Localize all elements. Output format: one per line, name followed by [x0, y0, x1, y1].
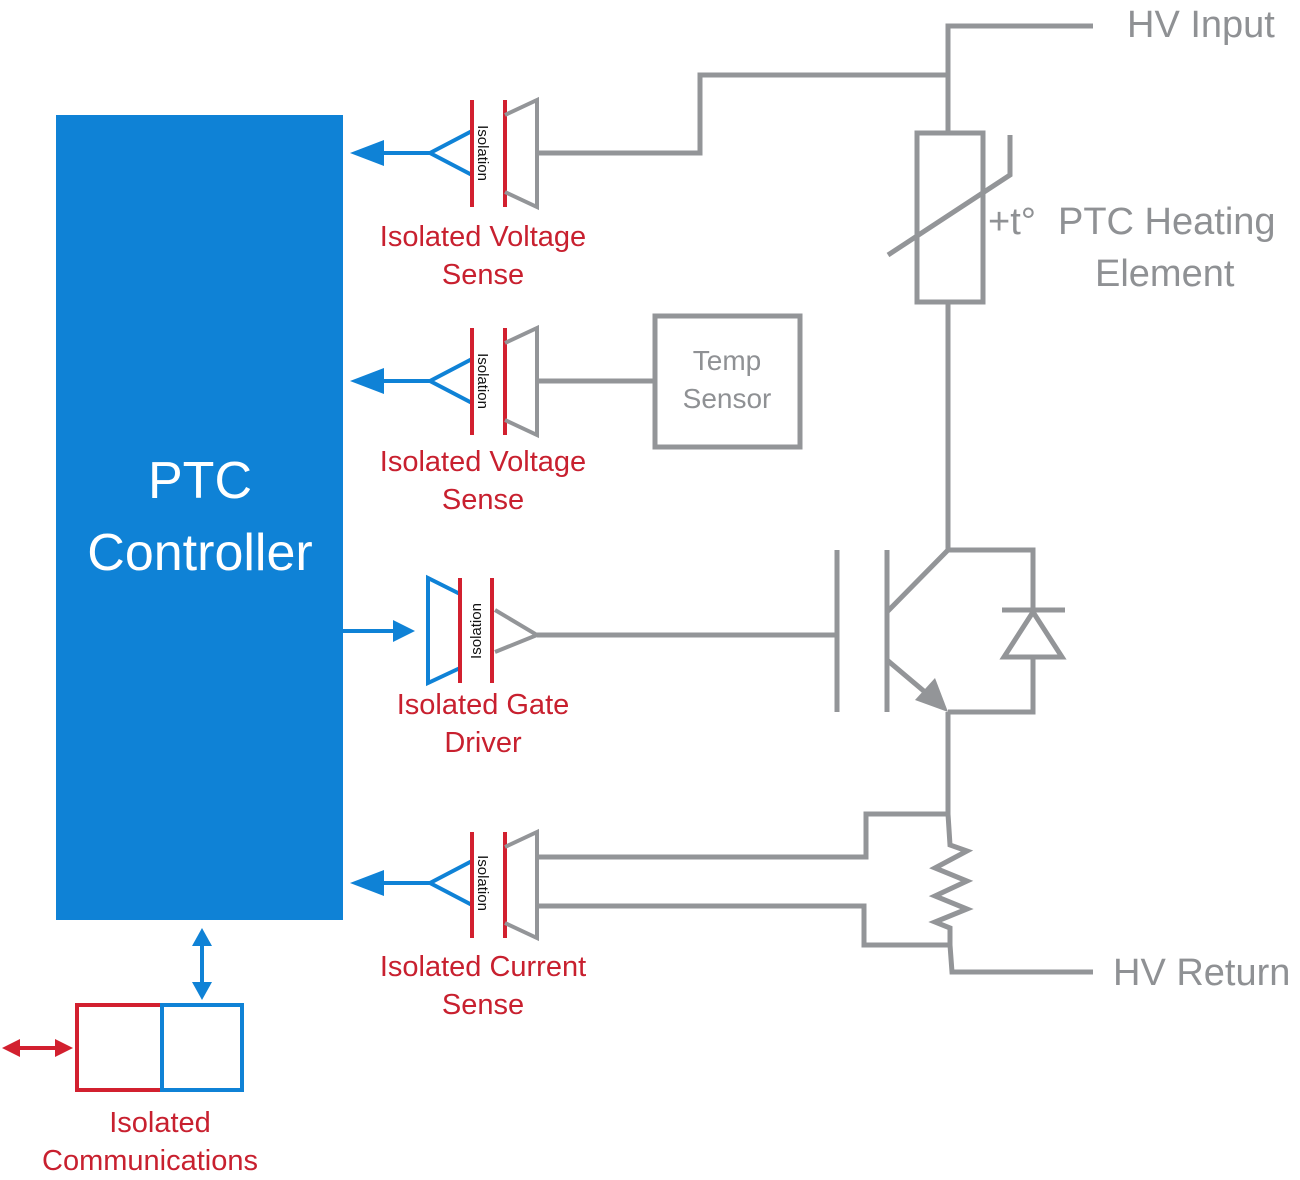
- block-label-line2: Sense: [442, 259, 524, 291]
- isolation-label: Isolation: [474, 855, 491, 911]
- comms-label-line1: Isolated: [109, 1107, 211, 1139]
- power-wiring: [537, 23, 1093, 975]
- receiver-amp-icon: [425, 129, 473, 177]
- thermistor-slash-icon: [886, 135, 1013, 258]
- current-sense-wire-bottom: [537, 903, 950, 948]
- ptc-heater-label-line1: PTC Heating: [1058, 201, 1276, 243]
- arrow-left-icon: [2, 1039, 20, 1057]
- hv-return-wire: [947, 944, 1093, 975]
- driver-input-icon: [426, 574, 461, 687]
- isolation-label: Isolation: [468, 603, 485, 659]
- ptc-controller-block: PTC Controller: [56, 115, 343, 920]
- shunt-resistor-icon: [928, 813, 974, 945]
- block-label-line2: Sense: [442, 989, 524, 1021]
- isolated-voltage-sense-1: Isolation Isolated Voltage Sense: [350, 96, 586, 291]
- comms-label-line2: Communications: [42, 1145, 258, 1177]
- igbt-collector-wire: [885, 547, 1036, 614]
- temp-sensor-label-line1: Temp: [693, 345, 761, 376]
- arrow-up-icon: [192, 928, 212, 946]
- arrow-left-icon: [350, 368, 384, 394]
- arrow-right-icon: [393, 620, 415, 642]
- diode-icon: [999, 607, 1067, 660]
- block-label-line1: Isolated Current: [380, 951, 586, 983]
- isolated-communications: Isolated Communications: [2, 928, 258, 1177]
- controller-box: [56, 115, 343, 920]
- sense-amp-icon: [504, 96, 539, 211]
- sense-amp-icon: [504, 828, 539, 942]
- isolation-label: Isolation: [474, 125, 491, 181]
- ptc-heater-label-line2: Element: [1095, 253, 1235, 295]
- block-label-line2: Driver: [444, 727, 522, 759]
- ptc-heating-element-resistor: [914, 130, 986, 305]
- hv-input-wire: [945, 23, 1093, 133]
- isolation-label: Isolation: [474, 353, 491, 409]
- arrow-down-icon: [192, 982, 212, 1000]
- current-sense-wire-top: [537, 712, 951, 860]
- controller-label-line1: PTC: [148, 452, 252, 510]
- temp-sensor-box: [652, 313, 803, 450]
- comm-box-isolated-side: [75, 1003, 162, 1092]
- temp-sensor-label-line2: Sensor: [683, 383, 772, 414]
- block-label-line1: Isolated Voltage: [380, 446, 586, 478]
- arrow-left-icon: [350, 140, 384, 166]
- block-label-line1: Isolated Voltage: [380, 221, 586, 253]
- hv-input-label: HV Input: [1127, 4, 1275, 46]
- voltage-sense-tap-wire: [537, 72, 948, 156]
- receiver-amp-icon: [425, 357, 473, 405]
- emitter-arrow-icon: [915, 678, 948, 712]
- arrow-right-icon: [55, 1039, 73, 1057]
- block-label-line2: Sense: [442, 484, 524, 516]
- arrow-left-icon: [350, 870, 384, 896]
- controller-label-line2: Controller: [87, 524, 312, 582]
- isolated-current-sense: Isolation Isolated Current Sense: [350, 828, 586, 1021]
- block-label-line1: Isolated Gate: [397, 689, 570, 721]
- isolated-voltage-sense-2: Isolation Isolated Voltage Sense: [350, 324, 586, 516]
- receiver-amp-icon: [425, 859, 473, 907]
- ptc-symbol-label: +t°: [988, 201, 1036, 243]
- driver-amp-icon: [493, 608, 542, 654]
- hv-return-label: HV Return: [1113, 952, 1290, 994]
- sense-amp-icon: [504, 324, 539, 439]
- comm-box-controller-side: [160, 1003, 244, 1092]
- isolated-gate-driver: Isolation Isolated Gate Driver: [343, 574, 570, 759]
- igbt-emitter-wire: [948, 658, 1036, 715]
